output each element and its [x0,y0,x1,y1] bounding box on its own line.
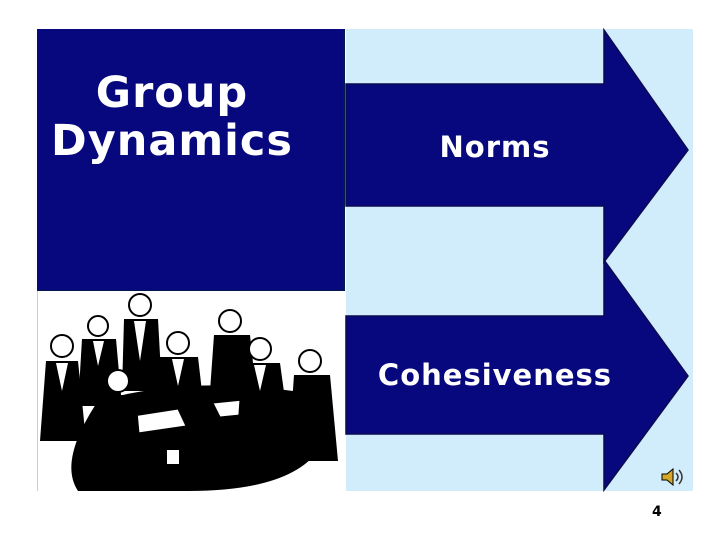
speaker-icon[interactable] [660,466,686,488]
cohesiveness-arrow [345,257,689,493]
title-panel: Group Dynamics [37,29,345,291]
cohesiveness-label: Cohesiveness [377,358,613,392]
title-line-2: Dynamics [51,116,293,166]
norms-arrow [345,27,689,265]
norms-label: Norms [439,130,551,164]
title-line-1: Group [95,68,249,118]
meeting-clipart-icon [37,291,345,491]
slide-title: Group Dynamics [37,69,307,165]
page-number: 4 [652,504,662,520]
